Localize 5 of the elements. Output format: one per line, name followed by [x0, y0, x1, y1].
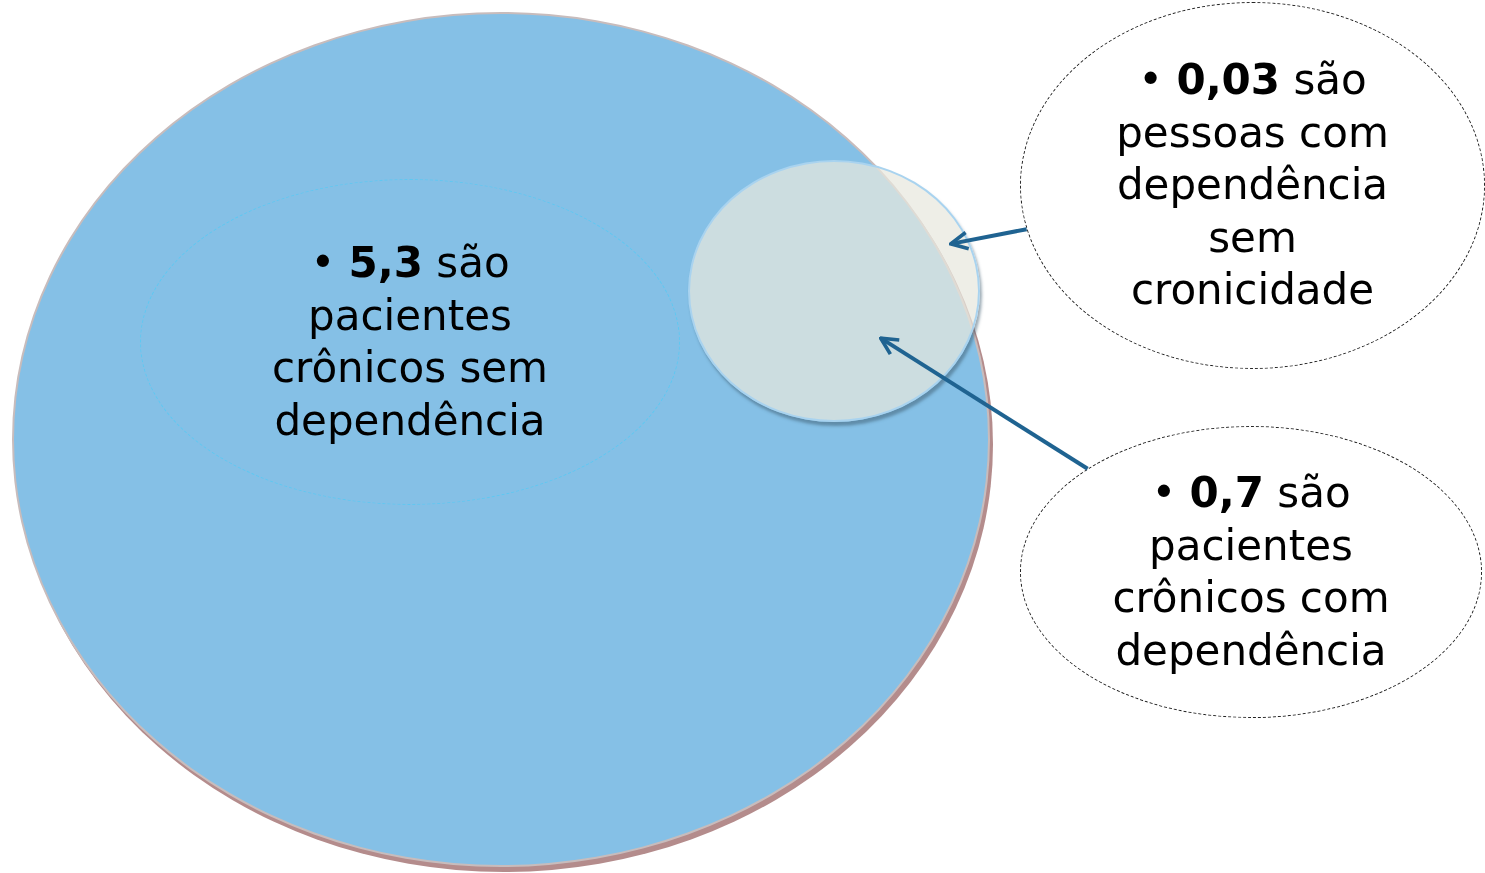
node-text: • 0,7 são pacientes crônicos com dependência — [1111, 467, 1391, 677]
arrow — [878, 336, 1089, 471]
node-text: • 0,03 são pessoas com dependência sem cronicidade — [1115, 54, 1390, 317]
arrow — [948, 227, 1028, 251]
node-text: • 5,3 são pacientes crônicos sem dependência — [270, 237, 550, 447]
